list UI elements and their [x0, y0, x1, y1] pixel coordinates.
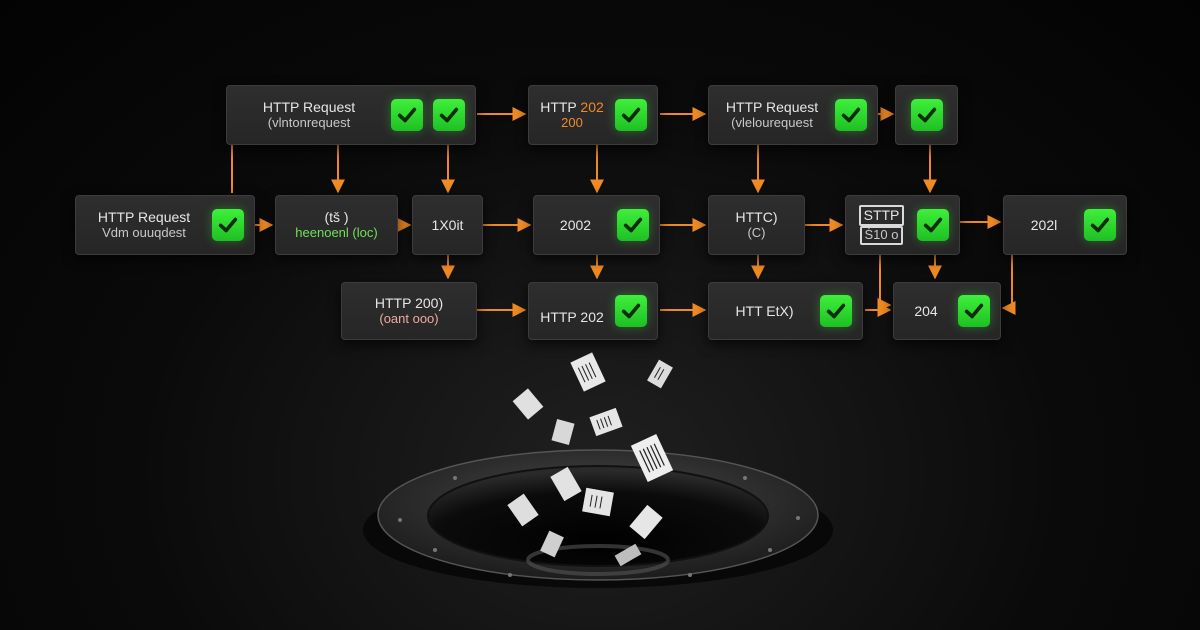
- node-subtitle: (C): [747, 224, 766, 240]
- node-subtitle: (vlntonrequest: [267, 114, 351, 130]
- check-icon: [835, 99, 867, 131]
- check-icon: [615, 99, 647, 131]
- check-icon: [212, 209, 244, 241]
- node-text: 202l: [1014, 217, 1074, 233]
- node-subtitle: 200: [561, 114, 583, 130]
- flow-node-n11: 202l: [1003, 195, 1127, 255]
- check-icon: [433, 99, 465, 131]
- check-icon: [615, 295, 647, 327]
- node-subtitle: Vdm ouuqdest: [102, 224, 186, 240]
- flow-node-n9: HTTC)(C): [708, 195, 805, 255]
- node-text: HTTP Request(vlelourequest: [719, 99, 825, 130]
- node-text: HTT EtX): [719, 303, 810, 319]
- node-title: HTTP Request: [725, 99, 819, 116]
- node-title: HTT EtX): [735, 302, 794, 319]
- node-title: 202l: [1030, 216, 1058, 233]
- node-title: HTTP Request: [97, 209, 191, 226]
- node-text: HTTP Request(vlntonrequest: [237, 99, 381, 130]
- arrow: [1001, 255, 1016, 315]
- flow-node-n7: 1X0it: [412, 195, 483, 255]
- node-title: HTTP 202: [540, 308, 604, 325]
- flow-node-n14: HTT EtX): [708, 282, 863, 340]
- flow-node-n3: HTTP Request(vlelourequest: [708, 85, 878, 145]
- node-text: 204: [904, 303, 948, 319]
- node-text: HTTP 202: [539, 297, 605, 325]
- flow-node-n4: [895, 85, 958, 145]
- node-title: HTTP Request: [262, 99, 356, 116]
- node-title: 204: [914, 302, 938, 319]
- flow-node-n6: (tš )heenoenl (loc): [275, 195, 398, 255]
- node-title: 1X0it: [431, 216, 464, 233]
- node-text: 2002: [544, 217, 607, 233]
- flow-node-n8: 2002: [533, 195, 660, 255]
- node-title: HTTP 202: [540, 99, 604, 116]
- drain-hole: [427, 465, 769, 567]
- check-icon: [917, 209, 949, 241]
- check-icon: [910, 99, 943, 131]
- flow-node-n13: HTTP 202: [528, 282, 658, 340]
- falling-receipts: [507, 352, 674, 567]
- node-title: HTTC): [735, 209, 778, 226]
- check-icon: [820, 295, 852, 327]
- node-text: HTTC)(C): [719, 209, 794, 240]
- node-title: (tš ): [324, 209, 349, 226]
- flow-node-n1: HTTP Request(vlntonrequest: [226, 85, 476, 145]
- node-subtitle: (oant ooo): [379, 310, 439, 326]
- flow-node-n12: HTTP 200)(oant ooo): [341, 282, 477, 340]
- node-subtitle: Ś10 o: [859, 225, 904, 245]
- node-text: (tš )heenoenl (loc): [286, 209, 387, 240]
- node-subtitle: heenoenl (loc): [295, 224, 378, 240]
- arrow: [877, 255, 892, 312]
- check-icon: [617, 209, 649, 241]
- node-title: STTP: [858, 205, 905, 226]
- check-icon: [1084, 209, 1116, 241]
- check-icon: [391, 99, 423, 131]
- node-text: HTTP 200)(oant ooo): [352, 295, 466, 326]
- flow-node-n15: 204: [893, 282, 1001, 340]
- node-title: 2002: [559, 216, 592, 233]
- check-icon: [958, 295, 990, 327]
- node-title: HTTP 200): [374, 295, 444, 312]
- node-text: 1X0it: [423, 217, 472, 233]
- node-subtitle: (vlelourequest: [731, 114, 813, 130]
